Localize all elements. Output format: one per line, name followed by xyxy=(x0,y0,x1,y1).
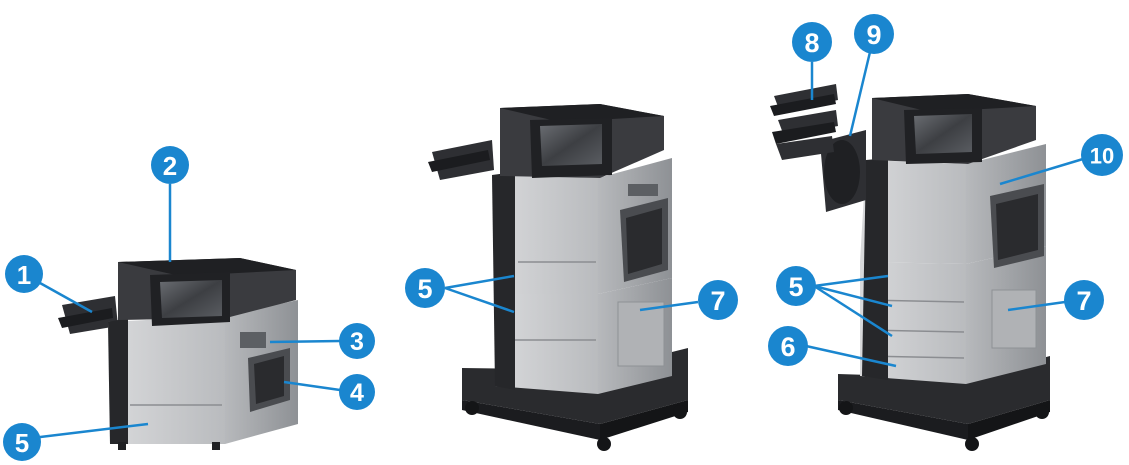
printer-base-model xyxy=(58,258,298,450)
svg-text:5: 5 xyxy=(788,272,803,302)
callout-5: 5 xyxy=(405,268,445,308)
printer-body xyxy=(108,316,225,444)
touch-screen xyxy=(540,124,602,166)
svg-text:9: 9 xyxy=(866,20,881,50)
printer-body xyxy=(492,175,598,294)
svg-text:7: 7 xyxy=(710,286,725,316)
callout-4: 4 xyxy=(339,374,375,410)
callout-10: 10 xyxy=(1081,134,1123,176)
svg-text:8: 8 xyxy=(804,28,819,58)
callouts-printer-model-with-tray: 5 7 xyxy=(405,268,738,320)
callout-7: 7 xyxy=(698,280,738,320)
touch-screen xyxy=(160,280,222,318)
callout-5: 5 xyxy=(3,423,41,461)
svg-text:10: 10 xyxy=(1090,144,1114,169)
callout-8: 8 xyxy=(792,22,832,62)
svg-text:3: 3 xyxy=(350,328,364,356)
svg-text:7: 7 xyxy=(1076,286,1091,316)
svg-text:2: 2 xyxy=(163,151,177,181)
printer-model-with-tray xyxy=(428,104,688,451)
callout-5: 5 xyxy=(776,266,816,306)
svg-text:4: 4 xyxy=(350,379,364,407)
svg-text:1: 1 xyxy=(17,260,31,290)
svg-text:6: 6 xyxy=(780,332,795,362)
callout-2: 2 xyxy=(151,146,189,184)
callout-7: 7 xyxy=(1064,280,1104,320)
callout-6: 6 xyxy=(768,326,808,366)
leader-lines xyxy=(31,51,1084,440)
callout-1: 1 xyxy=(5,255,43,293)
callouts-printer-model-with-stapler-and-trays: 8 9 10 5 6 7 xyxy=(768,14,1123,366)
printer-model-with-stapler-and-trays xyxy=(770,84,1050,451)
svg-text:5: 5 xyxy=(15,428,29,458)
callout-9: 9 xyxy=(854,14,894,54)
svg-text:5: 5 xyxy=(417,274,432,304)
callouts-printer-base-model: 1 2 3 4 5 xyxy=(3,146,375,461)
callout-3: 3 xyxy=(339,323,375,359)
touch-screen xyxy=(914,114,972,154)
